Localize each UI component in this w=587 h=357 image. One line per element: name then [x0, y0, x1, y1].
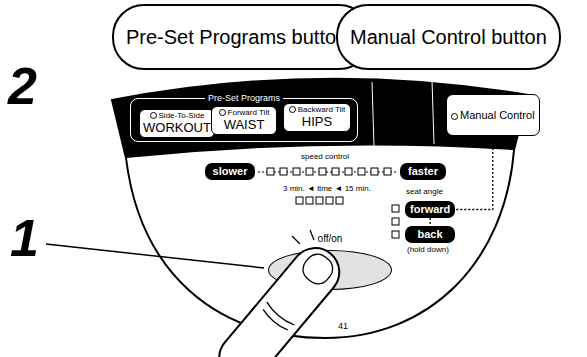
power-symbol [330, 259, 332, 281]
control-label: 3 min. ◄ time ◄ 15 min. [283, 185, 371, 193]
band-divider [432, 80, 434, 144]
indicator-square [296, 197, 303, 204]
control-button: forward [405, 201, 455, 218]
indicator-square [316, 197, 323, 204]
indicator-square [306, 197, 313, 204]
leader-line [46, 244, 264, 268]
program-group: Pre-Set ProgramsSide-To-SideWORKOUTForwa… [130, 98, 358, 142]
indicator-square [371, 168, 378, 175]
button-text: Manual Control [451, 109, 535, 121]
control-button: faster [400, 163, 446, 180]
indicator-light [219, 109, 226, 116]
program-button: Side-To-SideWORKOUT [139, 109, 215, 138]
callout-bubble: Pre-Set Programs buttons [112, 4, 371, 70]
indicator-square [319, 168, 326, 175]
button-text: slower [213, 165, 248, 178]
control-label: seat angle [406, 188, 443, 196]
indicator-square [358, 168, 365, 175]
indicator-light [289, 106, 296, 113]
callout-number: 2 [8, 60, 37, 112]
dotted-connector [455, 136, 492, 210]
indicator-square [392, 205, 399, 212]
button-text: Side-To-Side [150, 112, 205, 121]
control-button: slower [205, 163, 255, 180]
indicator-square [384, 168, 391, 175]
button-text: forward [410, 203, 450, 216]
indicator-squares [267, 168, 399, 238]
indicator-square [267, 168, 274, 175]
press-mark [292, 230, 314, 244]
power-button: off/on [268, 250, 392, 290]
callout-bubble: Manual Control button [336, 4, 561, 70]
button-text: Backward Tilt [289, 106, 346, 115]
control-label: speed control [301, 153, 349, 161]
button-text: faster [408, 165, 438, 178]
indicator-square [392, 231, 399, 238]
dotted-connector [430, 218, 431, 226]
button-text: WAIST [224, 118, 265, 132]
indicator-square [326, 197, 333, 204]
indicator-light [150, 112, 157, 119]
model-number: 41 [338, 322, 348, 331]
power-lamp [285, 267, 293, 275]
button-text: off/on [269, 233, 391, 245]
button-text: Pre-Set Programs [205, 93, 283, 103]
indicator-square [392, 218, 399, 225]
manual-button: Manual Control [446, 94, 540, 136]
indicator-square [336, 197, 343, 204]
indicator-light [451, 113, 458, 120]
button-text: Forward Tilt [219, 109, 270, 118]
button-text: Pre-Set Programs buttons [126, 26, 357, 49]
control-button: back [405, 226, 455, 243]
band-divider [372, 82, 374, 146]
indicator-square [293, 168, 300, 175]
finger [209, 238, 349, 357]
program-button: Forward TiltWAIST [211, 106, 277, 135]
indicator-square [345, 168, 352, 175]
indicator-square [306, 168, 313, 175]
indicator-square [280, 168, 287, 175]
callout-number: 1 [10, 212, 39, 264]
indicator-square [332, 168, 339, 175]
button-text: back [417, 228, 442, 241]
button-text: WORKOUT [143, 121, 211, 135]
button-text: HIPS [302, 115, 332, 129]
control-label: (hold down) [407, 246, 449, 254]
button-text: Manual Control button [350, 26, 547, 49]
program-button: Backward TiltHIPS [283, 103, 351, 132]
